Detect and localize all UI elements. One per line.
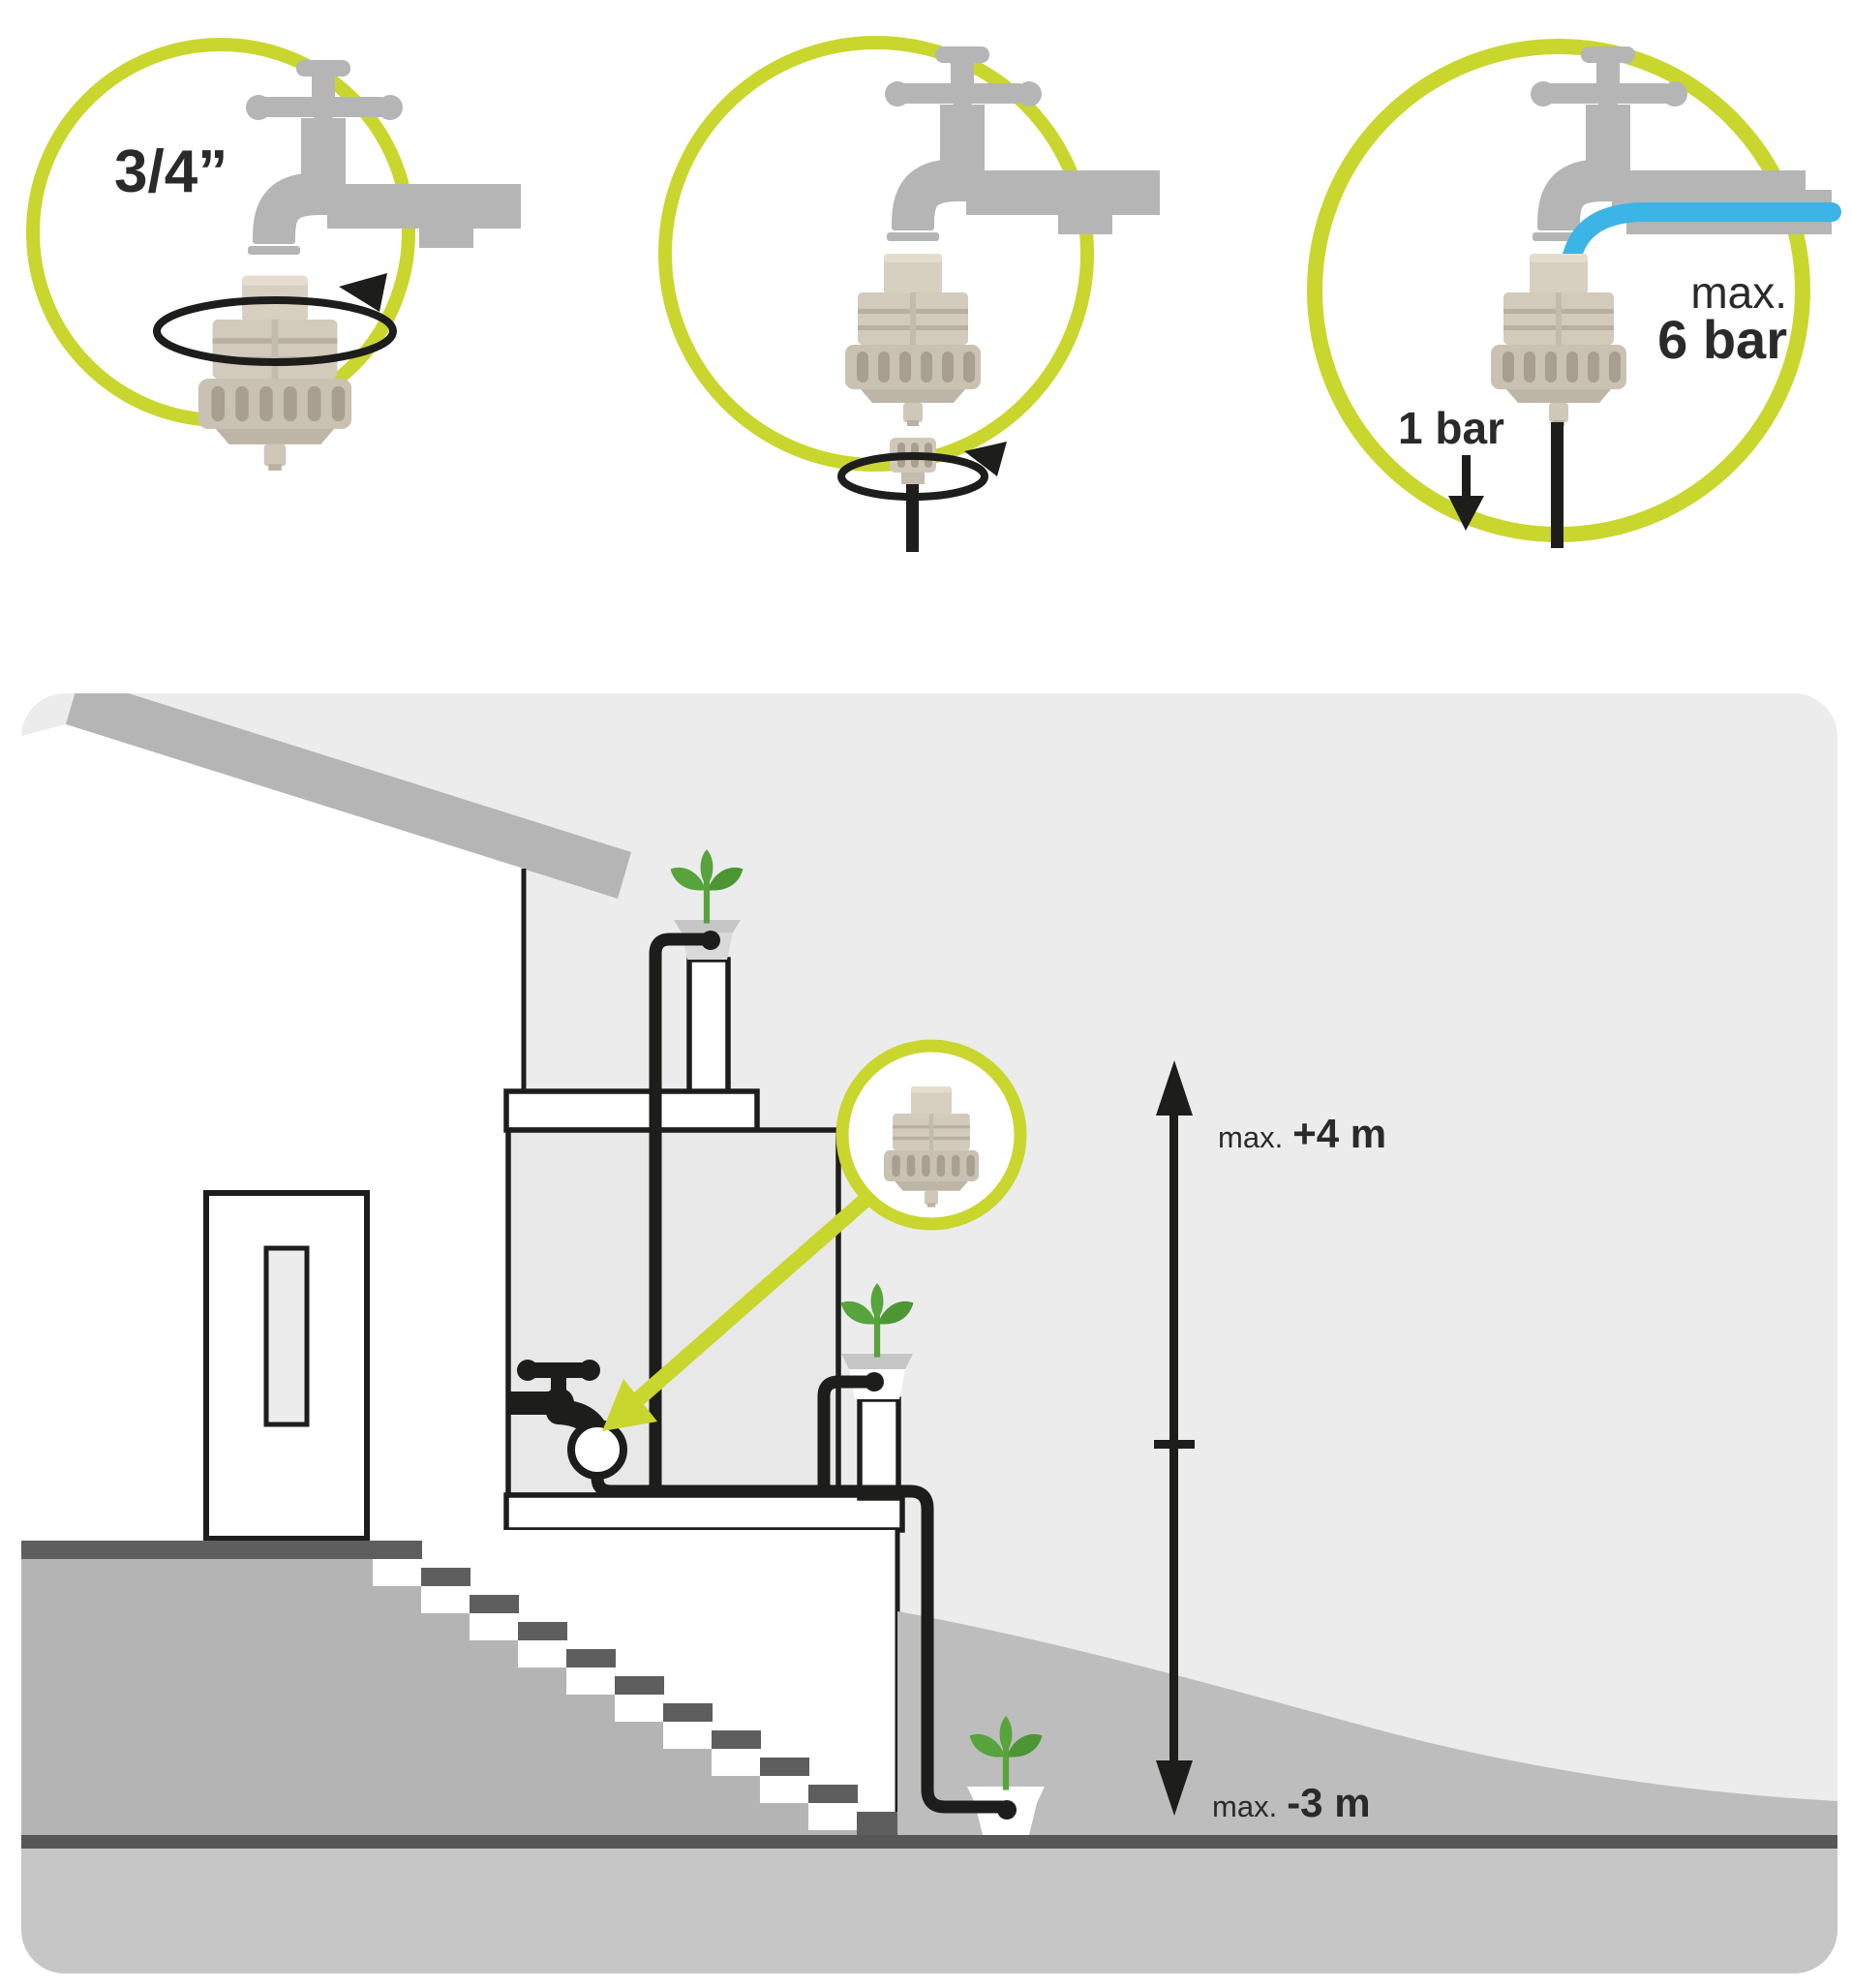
max-pressure-value: 6 bar [1657, 309, 1787, 370]
garden-ground [897, 1611, 1837, 1838]
upper-branch-line [649, 933, 709, 1491]
roof [66, 693, 631, 899]
dripper-dot [701, 931, 720, 950]
terrace-mass [21, 1559, 857, 1838]
outlet-nozzle-icon [890, 438, 936, 484]
rise-limit-label: max.+4 m [1218, 1111, 1386, 1156]
max-pressure-prefix: max. [1690, 267, 1787, 318]
walkway-strip [21, 1835, 1837, 1849]
upper-pedestal [686, 957, 731, 1098]
rotation-arrow-icon [153, 273, 397, 366]
dripper-dot [997, 1800, 1017, 1820]
lower-ledge [503, 1492, 905, 1533]
down-arrow-icon [1448, 455, 1484, 531]
drop-limit-label: max.-3 m [1212, 1780, 1371, 1825]
foreground-ground [21, 1849, 1837, 1973]
tap-wall [505, 1127, 841, 1498]
middle-pedestal [857, 1396, 901, 1501]
dripper-dot [865, 1372, 884, 1392]
drip-tube [906, 484, 919, 552]
house-facade [21, 724, 524, 1541]
step-1-badge: 3/4” [26, 38, 521, 471]
rotation-arrow-icon [837, 442, 1007, 501]
thread-size-label: 3/4” [114, 138, 228, 205]
step-2-badge [658, 43, 1160, 552]
main-drip-line [591, 1466, 1005, 1814]
device-mount-point [567, 1420, 627, 1480]
height-range-arrow [1154, 1060, 1195, 1816]
step-3-badge: max. 6 bar 1 bar [1307, 46, 1841, 548]
stairs [21, 1541, 897, 1838]
irrigation-tubing [591, 933, 1005, 1814]
garden-scene: max.+4 m max.-3 m [21, 693, 1837, 1973]
callout-pointer-arrow [602, 1186, 879, 1431]
drip-tube [1551, 422, 1564, 548]
outlet-pressure-label: 1 bar [1398, 403, 1504, 453]
upper-balcony-slab [503, 1088, 760, 1133]
middle-branch-line [817, 1375, 872, 1491]
door-window [263, 1245, 310, 1427]
